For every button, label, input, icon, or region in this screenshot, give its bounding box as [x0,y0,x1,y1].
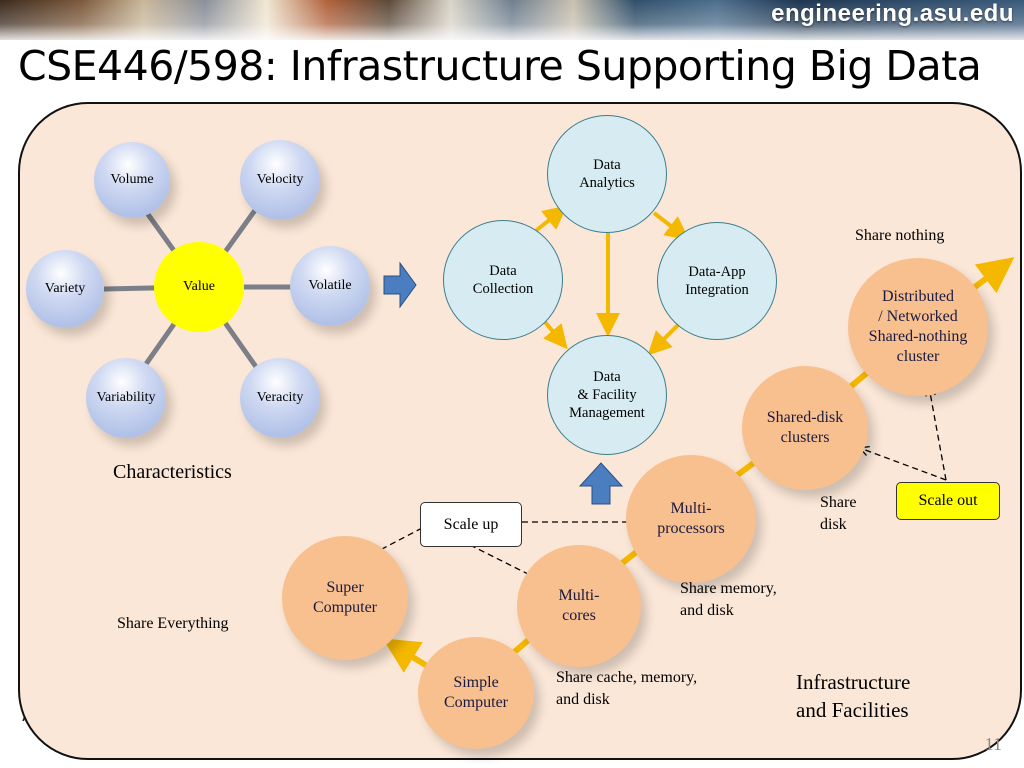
node-veracity: Veracity [240,358,320,438]
node-multi-processors: Multi-processors [626,455,756,583]
infrastructure-caption: Infrastructure and Facilities [796,668,910,725]
node-line: Collection [472,281,534,297]
node-line: Integration [685,282,749,298]
scale-out-box: Scale out [896,482,1000,520]
caption-line: and Facilities [796,698,909,723]
node-line: Data [593,368,621,385]
label-share-memory: Share memory, and disk [680,578,777,623]
node-line: Management [569,405,645,422]
up-block-arrow [578,462,624,505]
node-velocity: Velocity [240,140,320,220]
label-line: and disk [680,602,734,620]
node-variability: Variability [86,358,166,438]
node-line: Shared-disk [766,409,844,426]
node-line: Shared-nothing [868,328,968,345]
label-share-everything: Share Everything [117,615,229,632]
brand-text: engineering.asu.edu [771,0,1014,27]
node-line: Multi- [670,500,712,517]
node-line: Multi- [558,587,600,604]
scale-up-box: Scale up [420,502,522,547]
label-line: and disk [556,691,610,709]
label-share-disk: Share disk [820,492,856,537]
node-variety: Variety [26,250,104,328]
node-line: Distributed [882,288,954,305]
label-line: Share memory, [680,580,777,597]
node-line: Super [326,579,364,596]
label-line: Share cache, memory, [556,669,698,686]
node-line: cluster [896,348,940,365]
node-line: Analytics [579,175,635,191]
label-share-cache: Share cache, memory, and disk [556,667,697,712]
node-line: processors [657,520,725,537]
node-multi-cores: Multi-cores [517,545,641,667]
node-line: Data [489,262,517,279]
node-shared-disk-clusters: Shared-disk clusters [742,366,868,490]
node-line: Simple [453,674,499,691]
node-line: cores [562,607,596,624]
page-number: 11 [984,734,1002,754]
node-volume: Volume [94,142,170,218]
right-block-arrow [383,261,417,309]
header-banner-image: engineering.asu.edu [0,0,1024,40]
label-line: Share [820,494,857,511]
slide-title: CSE446/598: Infrastructure Supporting Bi… [18,42,982,90]
node-line: Data [593,156,621,173]
banner-fade [0,0,1024,40]
label-share-nothing: Share nothing [855,227,945,244]
caption-line: Infrastructure [796,670,911,694]
node-volatile: Volatile [290,246,370,326]
characteristics-caption: Characteristics [113,461,232,483]
node-line: & Facility [577,386,637,403]
cycle-arrows [526,205,690,356]
label-line: disk [820,516,847,534]
node-value: Value [154,242,244,332]
node-line: clusters [780,429,830,446]
node-line: Data-App [688,263,746,280]
node-line: Computer [444,694,508,711]
node-line: / Networked [878,308,958,325]
node-line: Computer [313,599,377,616]
